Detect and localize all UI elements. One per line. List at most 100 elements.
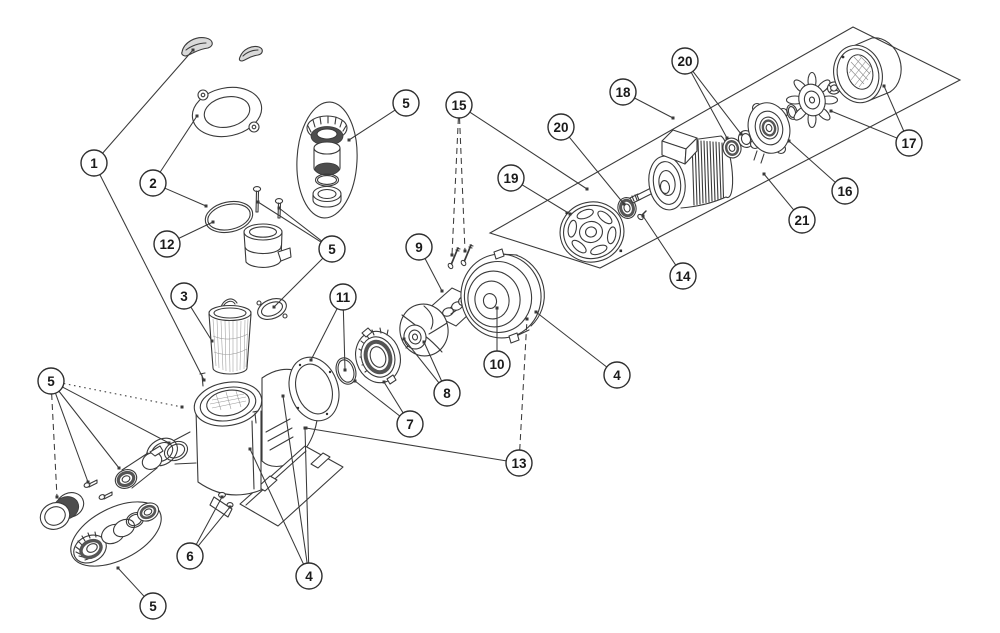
leader-line-13 [305, 427, 507, 462]
union-ring-icon [312, 185, 342, 208]
leader-endpoint-marker [248, 447, 252, 451]
leader-endpoint-marker [882, 84, 886, 88]
leader-endpoint-marker [402, 337, 406, 341]
motor-subassembly-outline [488, 26, 962, 269]
callout-balloon-16 [831, 177, 859, 205]
mounting-base [239, 445, 344, 527]
leader-line-7 [383, 381, 404, 414]
callout-balloon-1 [80, 149, 108, 177]
callout-number-5: 5 [328, 242, 336, 257]
callout-balloon-13 [505, 449, 533, 477]
callout-balloon-3 [170, 282, 198, 310]
lid-knob-right [238, 45, 263, 62]
bearing-washer [722, 137, 742, 159]
leader-line-5 [58, 390, 120, 469]
callout-number-4: 4 [613, 368, 621, 383]
leader-line-7 [354, 380, 401, 417]
flange-screw-1 [252, 186, 262, 213]
callout-number-9: 9 [415, 240, 423, 255]
callout-number-17: 17 [901, 136, 916, 151]
leader-endpoint-marker [739, 132, 743, 136]
leader-line-4 [249, 448, 304, 565]
union-kit-oval [296, 101, 358, 219]
callout-balloon-4 [603, 361, 631, 389]
leader-endpoint-marker [585, 187, 589, 191]
leader-line-5 [54, 393, 89, 483]
barrel-union-adapter [243, 223, 292, 268]
callout-balloon-8 [433, 379, 461, 407]
leader-line-17 [883, 85, 905, 132]
leader-line-1 [99, 174, 205, 381]
callout-balloon-5 [318, 235, 346, 263]
cooling-fan [785, 71, 839, 129]
callout-balloon-15 [445, 91, 473, 119]
leader-line-14 [642, 215, 677, 266]
callout-balloon-6 [176, 542, 204, 570]
tie-bolt-2 [460, 244, 474, 267]
leader-endpoint-marker [450, 253, 454, 257]
leader-endpoint-marker [725, 136, 729, 140]
leader-endpoint-marker [167, 441, 171, 445]
leader-endpoint-marker [116, 566, 120, 570]
callout-balloon-7 [396, 410, 424, 438]
leader-line-19 [521, 184, 571, 215]
callout-balloon-5 [139, 592, 167, 620]
left-screw-1 [83, 479, 98, 488]
callout-number-20: 20 [553, 120, 568, 135]
leader-endpoint-marker [787, 139, 791, 143]
callout-number-15: 15 [451, 98, 467, 113]
callout-number-4: 4 [305, 569, 313, 584]
callout-balloon-5 [37, 367, 65, 395]
callout-number-12: 12 [159, 237, 174, 252]
faceplate-oring [335, 357, 357, 385]
leader-line-5 [63, 383, 183, 408]
leader-endpoint-marker [622, 202, 626, 206]
leader-line-20 [692, 70, 742, 135]
callout-number-2: 2 [149, 176, 157, 191]
union-nut-icon-2 [73, 531, 107, 564]
leader-endpoint-marker [281, 394, 285, 398]
leader-line-21 [763, 173, 795, 211]
leader-line-9 [424, 258, 443, 292]
callout-number-10: 10 [489, 357, 504, 372]
leader-line-15 [451, 117, 459, 256]
leader-endpoint-marker [211, 220, 215, 224]
left-hose-adapter [114, 445, 164, 489]
port-gasket [256, 298, 288, 320]
union-kit-oval-bottom [70, 501, 162, 567]
seal-plate [559, 201, 625, 263]
impeller [399, 303, 449, 357]
tie-bolt-1 [447, 247, 461, 270]
callout-number-21: 21 [794, 213, 810, 228]
flange-screw-2 [274, 198, 284, 219]
leader-line-5 [257, 201, 322, 243]
callout-number-18: 18 [615, 85, 631, 100]
callout-balloon-18 [609, 78, 637, 106]
callout-number-5: 5 [47, 374, 55, 389]
strainer-basket [208, 298, 252, 375]
leader-line-15 [459, 117, 466, 252]
leader-line-2 [164, 187, 207, 207]
leader-endpoint-marker [525, 317, 529, 321]
leader-endpoint-marker [304, 426, 308, 430]
diffuser [460, 248, 545, 344]
leader-endpoint-marker [195, 114, 199, 118]
leader-endpoint-marker [210, 339, 214, 343]
leader-endpoint-marker [272, 305, 276, 309]
leader-line-2 [159, 115, 198, 173]
callout-number-7: 7 [406, 417, 414, 432]
leader-line-5 [117, 567, 145, 597]
callout-balloon-20 [671, 47, 699, 75]
fan-cover [833, 37, 902, 104]
leader-endpoint-marker [671, 116, 675, 120]
leader-line-6 [197, 506, 231, 547]
callout-number-8: 8 [443, 386, 451, 401]
leader-endpoint-marker [463, 249, 467, 253]
callout-number-16: 16 [837, 184, 853, 199]
left-gasket [163, 440, 189, 462]
callout-balloon-10 [483, 350, 511, 378]
leader-line-17 [830, 110, 898, 139]
leader-line-20 [568, 136, 625, 205]
leader-line-4 [282, 395, 308, 564]
left-union-nut [39, 492, 85, 530]
